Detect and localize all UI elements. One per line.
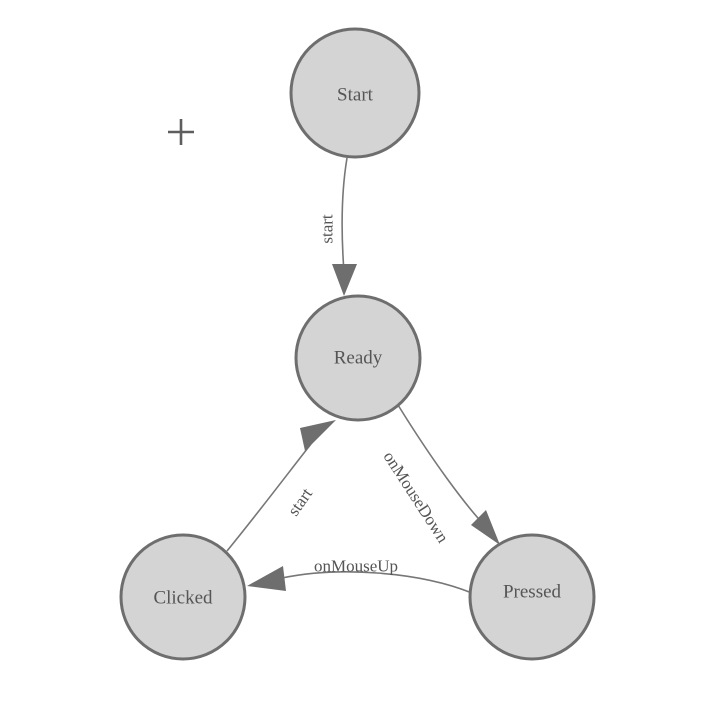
arrowhead-into-pressed [471,510,500,545]
node-pressed[interactable]: Pressed [468,533,596,661]
edge-pressed-to-clicked[interactable]: onMouseUp [247,557,473,594]
edge-label-ready-to-pressed: onMouseDown [379,448,452,547]
edge-label-pressed-to-clicked: onMouseUp [314,557,398,576]
node-start-label: Start [337,85,374,106]
edge-path-ready-to-pressed [397,404,488,529]
plus-marker-icon[interactable] [168,119,194,145]
node-pressed-circle[interactable] [468,533,596,661]
arrowhead-into-clicked [247,566,286,591]
edge-path-start-to-ready [341,157,348,273]
node-clicked[interactable]: Clicked [119,533,247,661]
edge-path-clicked-to-ready [226,443,312,552]
edge-start-to-ready[interactable]: start [318,157,358,296]
edge-ready-to-pressed[interactable]: onMouseDown [379,404,500,547]
node-clicked-label: Clicked [153,588,213,609]
node-ready-label: Ready [334,348,383,369]
node-clicked-circle[interactable] [119,533,247,661]
node-ready-circle[interactable] [294,294,422,422]
edge-clicked-to-ready[interactable]: start [226,420,336,552]
edge-label-start-to-ready: start [318,214,337,244]
node-pressed-label: Pressed [503,582,562,603]
edge-path-pressed-to-clicked [281,571,473,594]
arrowhead-into-ready-top [332,264,357,296]
node-start-circle[interactable] [289,27,421,159]
arrowhead-into-ready-bottom [300,420,336,451]
edge-label-clicked-to-ready: start [284,484,317,519]
node-ready[interactable]: Ready [294,294,422,422]
node-start[interactable]: Start [289,27,421,159]
